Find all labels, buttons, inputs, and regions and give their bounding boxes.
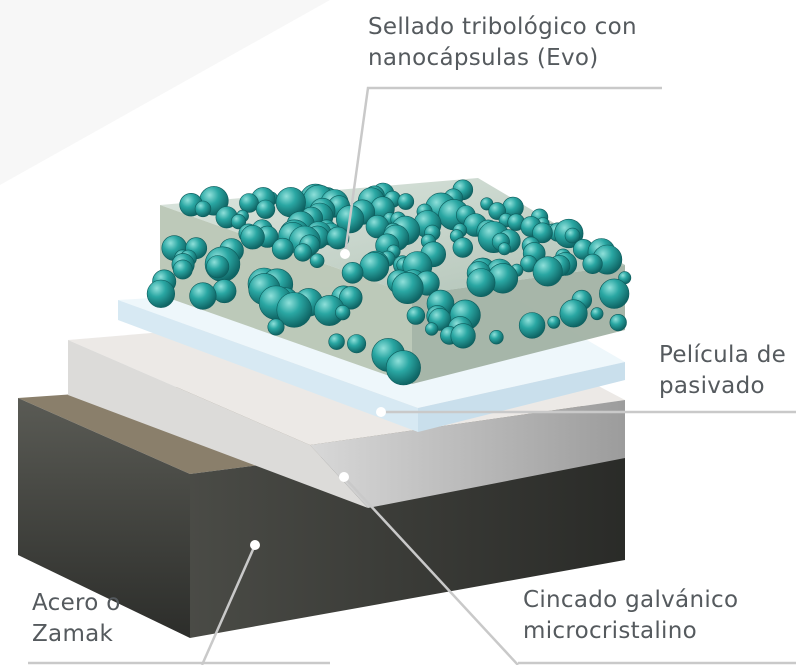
nanocapsule bbox=[590, 307, 604, 321]
nanocapsule bbox=[267, 318, 285, 336]
nanocapsule bbox=[547, 315, 561, 329]
nanocapsule bbox=[450, 323, 476, 349]
nanocapsule bbox=[397, 193, 415, 210]
nanocapsule bbox=[532, 222, 553, 244]
label-sellado-line2: nanocápsulas (Evo) bbox=[368, 45, 599, 71]
nanocapsule bbox=[189, 282, 217, 310]
nanocapsule bbox=[609, 314, 627, 332]
nanocapsule bbox=[239, 193, 259, 213]
nanocapsule bbox=[518, 312, 546, 339]
label-cincado-line2: microcristalino bbox=[523, 618, 697, 644]
nanocapsule bbox=[425, 322, 439, 336]
nanocapsule bbox=[293, 243, 313, 262]
nanocapsule bbox=[559, 299, 588, 328]
nanocapsule bbox=[347, 334, 367, 354]
passivation-side bbox=[418, 362, 625, 432]
nanocapsule bbox=[335, 305, 351, 321]
nanocapsule bbox=[466, 268, 496, 298]
nanocapsule bbox=[194, 200, 212, 218]
nanocapsule bbox=[489, 330, 504, 345]
nanocapsule bbox=[339, 286, 363, 310]
leader-lines bbox=[28, 86, 796, 665]
nanocapsule bbox=[582, 253, 603, 274]
label-base-line2: Zamak bbox=[32, 621, 114, 647]
dot-base bbox=[250, 540, 260, 550]
background-band bbox=[0, 0, 330, 185]
label-cincado: Cincado galvánico microcristalino bbox=[523, 585, 738, 647]
nanocapsule bbox=[385, 350, 421, 386]
dot-cincado bbox=[339, 472, 349, 482]
label-base: Acero o Zamak bbox=[32, 588, 121, 650]
sealant-side bbox=[412, 265, 625, 384]
dot-sellado bbox=[340, 249, 350, 259]
nanocapsule bbox=[172, 259, 193, 280]
nanocapsule bbox=[532, 256, 563, 287]
sealant-layer bbox=[146, 178, 632, 386]
label-pasivado: Película de pasivado bbox=[659, 340, 786, 402]
nanocapsule bbox=[328, 333, 345, 350]
label-sellado-line1: Sellado tribológico con bbox=[368, 14, 637, 40]
nanocapsule bbox=[276, 292, 312, 328]
label-pasivado-line1: Película de bbox=[659, 342, 787, 368]
leader-base bbox=[200, 544, 257, 665]
passivation-front bbox=[118, 300, 418, 432]
leader-dots bbox=[250, 249, 386, 550]
label-pasivado-line2: pasivado bbox=[659, 373, 765, 399]
zinc-side bbox=[310, 400, 625, 508]
substrate-front bbox=[18, 398, 190, 638]
nanocapsule bbox=[359, 251, 390, 282]
nanocapsule bbox=[452, 237, 473, 258]
nanocapsule bbox=[206, 255, 230, 279]
nanocapsule bbox=[341, 261, 364, 284]
nanocapsule bbox=[230, 214, 247, 230]
label-cincado-line1: Cincado galvánico bbox=[523, 587, 739, 613]
nanocapsules bbox=[146, 179, 632, 386]
nanocapsule bbox=[309, 253, 325, 269]
leader-sellado bbox=[343, 86, 662, 255]
nanocapsule bbox=[146, 279, 175, 308]
nanocapsule bbox=[240, 225, 265, 250]
nanocapsule bbox=[406, 306, 426, 325]
zinc-front bbox=[68, 340, 368, 508]
label-sellado: Sellado tribológico con nanocápsulas (Ev… bbox=[368, 12, 637, 74]
nanocapsule bbox=[256, 199, 276, 219]
nanocapsule bbox=[271, 237, 294, 260]
leader-cincado bbox=[343, 476, 519, 665]
nanocapsule bbox=[497, 242, 511, 256]
label-base-line1: Acero o bbox=[32, 590, 121, 616]
nanocapsule bbox=[326, 226, 350, 250]
nanocapsule bbox=[212, 279, 237, 304]
dot-pasivado bbox=[376, 407, 386, 417]
nanocapsule bbox=[391, 271, 424, 304]
nanocapsule bbox=[599, 278, 630, 309]
nanocapsule bbox=[564, 227, 581, 244]
